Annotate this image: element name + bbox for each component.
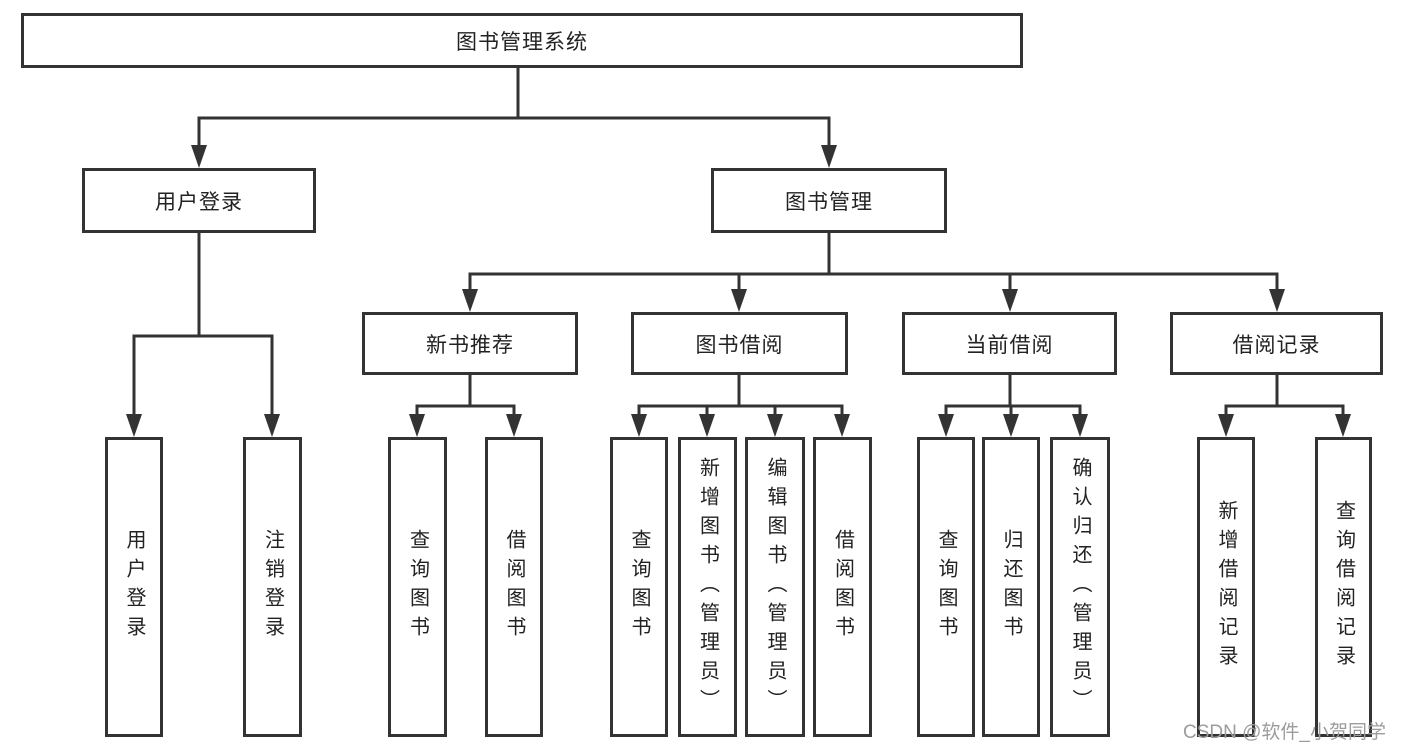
node-label: 借阅记录 xyxy=(1232,333,1321,357)
node-new-book: 新书推荐 xyxy=(362,312,578,375)
leaf-records-query: 查询借阅记录 xyxy=(1315,437,1372,737)
node-root: 图书管理系统 xyxy=(21,13,1023,68)
leaf-current-return: 归还图书 xyxy=(982,437,1040,737)
node-label: 图书管理 xyxy=(785,190,873,214)
node-book-mgmt: 图书管理 xyxy=(711,168,947,233)
node-label: 图书借阅 xyxy=(695,333,784,357)
node-label: 用户登录 xyxy=(155,190,243,214)
node-label: 新增借阅记录 xyxy=(1215,500,1237,674)
connector-user-login xyxy=(126,231,280,437)
node-label: 借阅图书 xyxy=(831,529,854,645)
leaf-borrow-edit-admin: 编辑图书（管理员） xyxy=(745,437,805,737)
connector-book-borrow xyxy=(631,373,850,437)
node-label: 编辑图书（管理员） xyxy=(764,456,786,718)
leaf-logout: 注销登录 xyxy=(243,437,302,737)
node-current-borrow: 当前借阅 xyxy=(902,312,1117,375)
node-label: 确认归还（管理员） xyxy=(1069,456,1091,718)
connector-new-book xyxy=(409,373,522,437)
node-book-borrow: 图书借阅 xyxy=(631,312,848,375)
node-label: 图书管理系统 xyxy=(456,30,588,54)
connector-current-borrow xyxy=(938,373,1088,437)
leaf-current-confirm-admin: 确认归还（管理员） xyxy=(1050,437,1110,737)
node-label: 查询图书 xyxy=(628,529,650,645)
node-user-login: 用户登录 xyxy=(82,168,316,233)
node-borrow-records: 借阅记录 xyxy=(1170,312,1383,375)
node-label: 新增图书（管理员） xyxy=(696,456,719,718)
leaf-borrow-borrow: 借阅图书 xyxy=(813,437,872,737)
leaf-records-add: 新增借阅记录 xyxy=(1197,437,1255,737)
leaf-user-login: 用户登录 xyxy=(105,437,163,737)
node-label: 查询图书 xyxy=(935,529,957,645)
node-label: 用户登录 xyxy=(123,529,145,645)
connector-root xyxy=(191,66,837,168)
node-label: 借阅图书 xyxy=(503,529,525,645)
node-label: 查询图书 xyxy=(406,529,429,645)
node-label: 归还图书 xyxy=(1000,529,1022,645)
connector-book-mgmt xyxy=(462,231,1285,312)
leaf-borrow-query: 查询图书 xyxy=(610,437,668,737)
node-label: 注销登录 xyxy=(261,529,284,645)
connector-borrow-records xyxy=(1218,373,1351,437)
node-label: 当前借阅 xyxy=(965,333,1054,357)
leaf-newbook-borrow: 借阅图书 xyxy=(485,437,543,737)
watermark: CSDN @软件_小贺同学 xyxy=(1183,722,1386,743)
leaf-borrow-add-admin: 新增图书（管理员） xyxy=(678,437,737,737)
node-label: 查询借阅记录 xyxy=(1332,500,1355,674)
leaf-current-query: 查询图书 xyxy=(917,437,975,737)
node-label: 新书推荐 xyxy=(426,333,514,357)
leaf-newbook-query: 查询图书 xyxy=(388,437,447,737)
